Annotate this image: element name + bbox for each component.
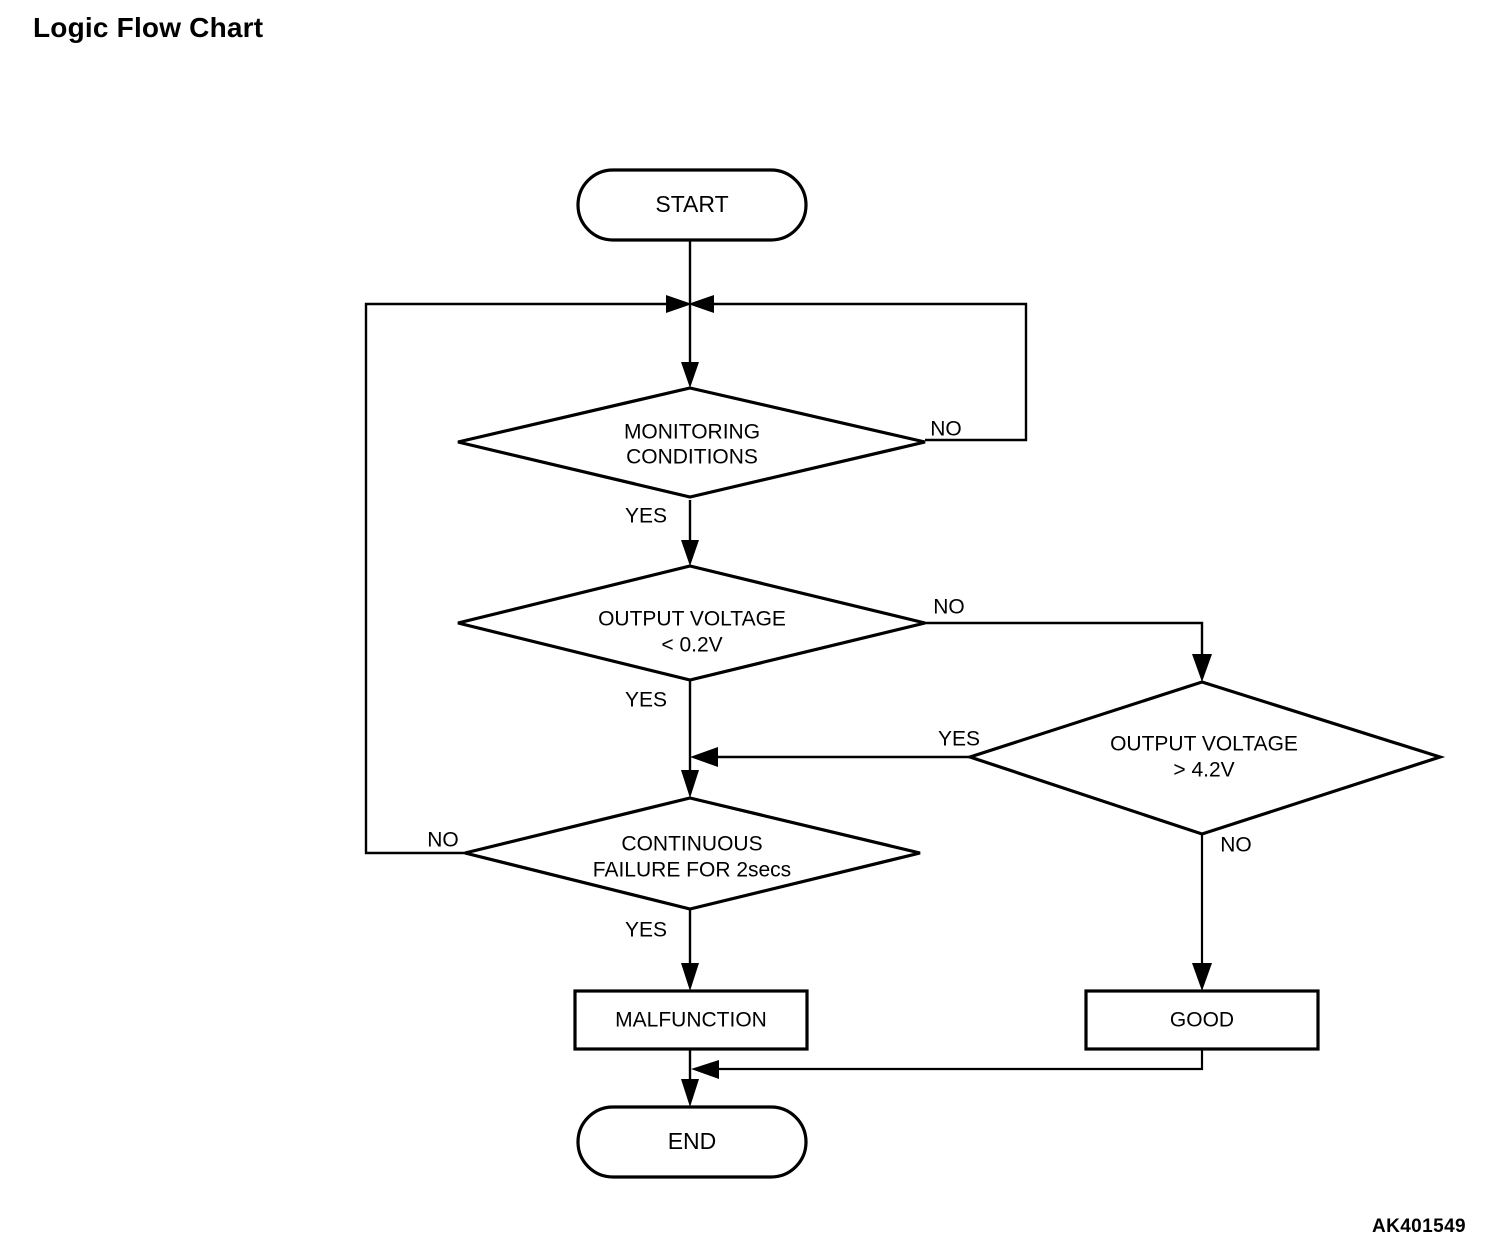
continuous-failure-label-line2: FAILURE FOR 2secs <box>593 859 791 882</box>
start-label: START <box>655 191 728 217</box>
good-shape <box>1084 989 1320 1051</box>
connector-volt-low-no <box>925 621 1204 672</box>
end-label: END <box>668 1128 717 1154</box>
node-output-voltage-high[interactable]: OUTPUT VOLTAGE > 4.2V <box>964 680 1446 836</box>
arrowhead-volt-high-yes-merge <box>690 747 718 767</box>
edge-label-continuous-yes: YES <box>625 919 667 942</box>
arrowhead-into-volt-low <box>681 540 699 566</box>
arrowhead-good-merge <box>691 1060 719 1079</box>
node-output-voltage-low[interactable]: OUTPUT VOLTAGE < 0.2V <box>457 564 926 682</box>
monitoring-conditions-label-line2: CONDITIONS <box>626 446 758 469</box>
arrowhead-right-loop-junction <box>688 295 714 313</box>
malfunction-shape <box>573 989 809 1051</box>
node-start[interactable]: START <box>576 168 808 242</box>
edge-label-volt-high-no: NO <box>1220 834 1252 857</box>
output-voltage-high-shape <box>964 680 1446 836</box>
connector-monitoring-no-loop <box>696 302 1028 442</box>
node-good[interactable]: GOOD <box>1084 989 1320 1051</box>
node-monitoring-conditions[interactable]: MONITORING CONDITIONS <box>457 386 926 499</box>
edge-label-volt-high-yes: YES <box>938 728 980 751</box>
edge-label-continuous-no: NO <box>427 829 459 852</box>
arrowhead-into-continuous <box>681 770 699 798</box>
arrowhead-into-good <box>1192 963 1212 991</box>
arrowhead-left-loop-junction <box>666 295 692 313</box>
output-voltage-low-shape <box>457 564 926 682</box>
monitoring-conditions-shape <box>457 386 926 499</box>
edge-label-volt-low-no: NO <box>933 596 965 619</box>
arrowhead-into-volt-high <box>1192 654 1212 682</box>
node-end[interactable]: END <box>576 1105 808 1179</box>
output-voltage-low-label-line1: OUTPUT VOLTAGE <box>598 608 786 631</box>
arrowhead-into-malfunction <box>681 963 699 991</box>
connector-continuous-no-loop <box>364 302 684 855</box>
arrowhead-into-monitoring <box>681 362 699 388</box>
output-voltage-high-label-line1: OUTPUT VOLTAGE <box>1110 733 1298 756</box>
arrowhead-into-end <box>681 1079 699 1107</box>
start-shape <box>576 168 808 242</box>
output-voltage-low-label-line2: < 0.2V <box>661 634 722 657</box>
edge-label-monitoring-no: NO <box>930 418 962 441</box>
node-malfunction[interactable]: MALFUNCTION <box>573 989 809 1051</box>
edge-label-volt-low-yes: YES <box>625 689 667 712</box>
page-title: Logic Flow Chart <box>33 12 264 43</box>
edge-label-monitoring-yes: YES <box>625 505 667 528</box>
monitoring-conditions-label-line1: MONITORING <box>624 421 760 444</box>
figure-code: AK401549 <box>1371 1216 1466 1237</box>
malfunction-label: MALFUNCTION <box>615 1009 767 1032</box>
output-voltage-high-label-line2: > 4.2V <box>1173 759 1234 782</box>
connector-good-to-end <box>700 1050 1204 1071</box>
continuous-failure-label-line1: CONTINUOUS <box>621 833 762 856</box>
continuous-failure-shape <box>464 796 921 911</box>
end-shape <box>576 1105 808 1179</box>
node-continuous-failure[interactable]: CONTINUOUS FAILURE FOR 2secs <box>464 796 921 911</box>
good-label: GOOD <box>1170 1009 1234 1032</box>
